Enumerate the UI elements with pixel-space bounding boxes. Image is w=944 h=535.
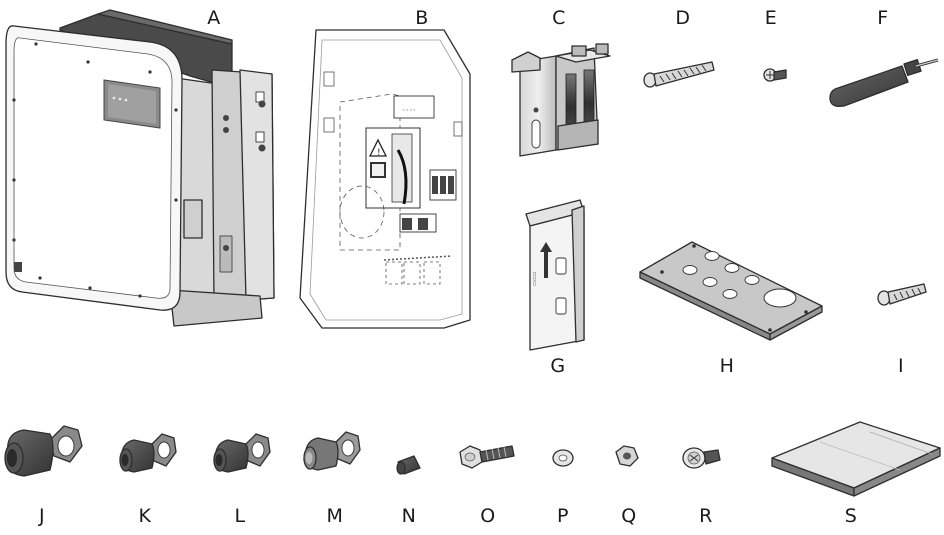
- label-r: R: [699, 505, 713, 527]
- part-q-hex-nut: [615, 445, 639, 467]
- label-k: K: [138, 505, 152, 527]
- part-o-hex-bolt: [459, 445, 515, 469]
- part-f-grip-tool: [829, 58, 939, 107]
- label-a: A: [207, 7, 221, 29]
- svg-text:▭▭▭: ▭▭▭: [532, 272, 538, 286]
- part-n-fitting: [396, 455, 421, 475]
- label-h: H: [719, 355, 735, 377]
- part-c-wall-bracket: [511, 43, 611, 157]
- svg-text:!: !: [377, 148, 381, 158]
- label-n: N: [401, 505, 417, 527]
- svg-text:◦◦◦◦: ◦◦◦◦: [402, 107, 416, 114]
- label-b: B: [415, 7, 429, 29]
- part-k-cable-gland: [119, 433, 177, 473]
- label-i: I: [897, 355, 905, 377]
- part-i-screw: [877, 283, 927, 306]
- label-j: J: [38, 505, 46, 527]
- part-s-documentation: [771, 421, 941, 497]
- part-h-gland-plate: [639, 241, 823, 341]
- part-l-cable-gland: [213, 433, 271, 473]
- part-p-washer: [552, 449, 574, 467]
- label-q: Q: [621, 505, 637, 527]
- label-s: S: [844, 505, 858, 527]
- label-f: F: [877, 7, 889, 29]
- part-r-screw-with-washer: [682, 447, 721, 469]
- label-e: E: [764, 7, 778, 29]
- part-j-cable-gland: [4, 425, 83, 477]
- part-b-drilling-template: ◦◦◦◦ !: [299, 29, 471, 329]
- part-d-long-screw: [643, 61, 715, 88]
- part-e-small-screw: [763, 68, 787, 82]
- label-c: C: [552, 7, 566, 29]
- label-l: L: [234, 505, 246, 527]
- part-g-cover-bracket: ▭▭▭: [525, 199, 585, 351]
- part-a-inverter: [5, 9, 275, 327]
- part-m-cable-gland: [303, 431, 361, 471]
- label-g: G: [550, 355, 566, 377]
- label-p: P: [557, 505, 569, 527]
- label-d: D: [675, 7, 691, 29]
- label-m: M: [326, 505, 344, 527]
- label-o: O: [480, 505, 496, 527]
